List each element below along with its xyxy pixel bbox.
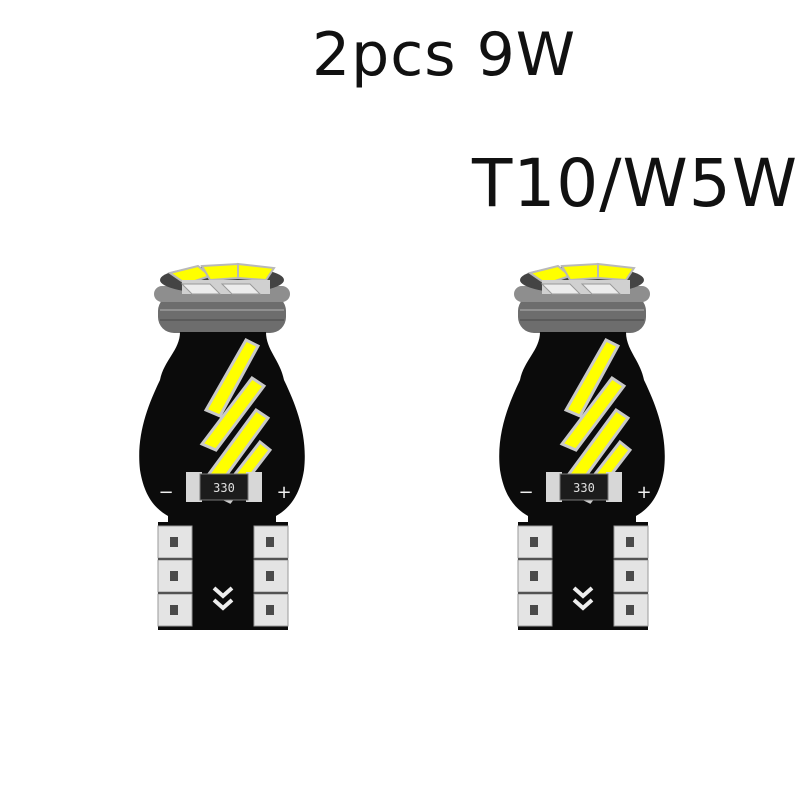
resistor-chip: 330 xyxy=(186,472,262,502)
product-quantity-power-title: 2pcs 9W xyxy=(312,20,577,90)
top-led-chips xyxy=(167,262,276,295)
minus-marking: − xyxy=(518,482,533,503)
wedge-base xyxy=(517,522,649,630)
led-bulb-left: 330 − + xyxy=(70,240,370,680)
resistor-chip: 330 xyxy=(546,472,622,502)
plus-marking: + xyxy=(276,482,291,503)
wedge-base xyxy=(157,522,289,630)
led-bulb-right: 330 − + xyxy=(430,240,730,680)
minus-marking: − xyxy=(158,482,173,503)
top-led-chips xyxy=(527,262,636,295)
resistor-code: 330 xyxy=(213,481,235,495)
plus-marking: + xyxy=(636,482,651,503)
resistor-code: 330 xyxy=(573,481,595,495)
side-led-strips xyxy=(199,338,273,504)
product-model-title: T10/W5W xyxy=(472,145,799,222)
